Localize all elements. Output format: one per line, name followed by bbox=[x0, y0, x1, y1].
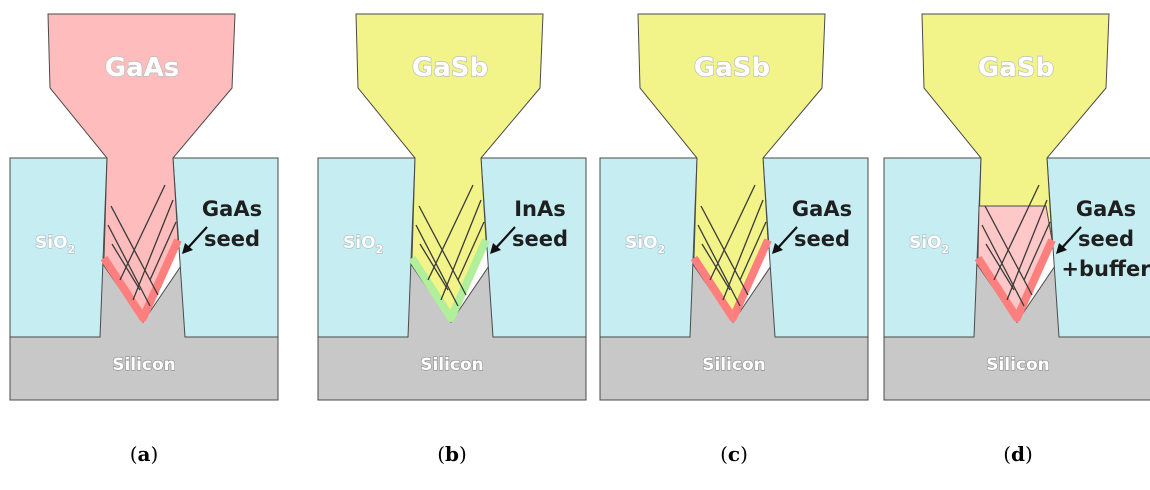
oxide-label-base: SiO bbox=[343, 233, 376, 253]
caption-letter: d bbox=[1011, 442, 1025, 466]
oxide-label-subscript: 2 bbox=[942, 243, 950, 256]
substrate-label: Silicon bbox=[986, 355, 1050, 375]
seed-layer bbox=[100, 238, 182, 322]
panel-caption: (d) bbox=[1003, 442, 1033, 466]
oxide-label: SiO2 bbox=[909, 233, 949, 256]
panel-caption: (a) bbox=[130, 442, 159, 466]
oxide-block-left bbox=[317, 157, 416, 338]
oxide-label-base: SiO bbox=[35, 233, 68, 253]
oxide-block-right bbox=[480, 157, 587, 338]
caption-close-paren: ) bbox=[1025, 442, 1033, 466]
oxide-label: SiO2 bbox=[343, 233, 383, 256]
caption-close-paren: ) bbox=[740, 442, 748, 466]
defect-line bbox=[132, 199, 174, 301]
callout-text-line: seed bbox=[794, 227, 850, 251]
defect-line bbox=[440, 199, 482, 301]
defect-line bbox=[709, 184, 756, 281]
substrate-label: Silicon bbox=[702, 355, 766, 375]
crystal-label: GaSb bbox=[412, 53, 488, 83]
caption-letter: b bbox=[445, 442, 459, 466]
callout-text-line: InAs bbox=[514, 197, 566, 221]
callout-arrow-head bbox=[490, 243, 501, 254]
defect-line bbox=[1023, 221, 1051, 281]
callout-arrow-head bbox=[182, 243, 193, 254]
oxide-label: SiO2 bbox=[35, 233, 75, 256]
caption-open-paren: ( bbox=[437, 442, 445, 466]
seed-layer bbox=[690, 238, 772, 322]
callout-arrow-head bbox=[1056, 243, 1067, 254]
callout-text-line: seed bbox=[204, 227, 260, 251]
crystal-label: GaAs bbox=[105, 53, 179, 83]
oxide-block-left bbox=[9, 157, 108, 338]
seed-layer bbox=[408, 238, 490, 322]
callout-arrow-head bbox=[772, 243, 783, 254]
oxide-label-base: SiO bbox=[625, 233, 658, 253]
callout-arrow-shaft bbox=[775, 226, 798, 251]
oxide-block-left bbox=[883, 157, 982, 338]
caption-letter: a bbox=[138, 442, 151, 466]
defect-line bbox=[1006, 199, 1048, 301]
callout-text-line: GaAs bbox=[202, 197, 262, 221]
caption-letter: c bbox=[728, 442, 740, 466]
oxide-block-right bbox=[172, 157, 279, 338]
defect-line bbox=[119, 184, 166, 281]
crystal-label: GaSb bbox=[978, 53, 1054, 83]
defect-line bbox=[149, 221, 177, 281]
defect-line bbox=[107, 224, 151, 307]
defect-line bbox=[722, 199, 764, 301]
oxide-label: SiO2 bbox=[625, 233, 665, 256]
callout-text-line: GaAs bbox=[792, 197, 852, 221]
callout-arrow-shaft bbox=[1059, 226, 1082, 251]
defect-line bbox=[457, 221, 485, 281]
caption-open-paren: ( bbox=[720, 442, 728, 466]
oxide-block-right bbox=[762, 157, 869, 338]
callout-text-line: seed bbox=[512, 227, 568, 251]
crystal-label: GaSb bbox=[694, 53, 770, 83]
callout-text-line: GaAs bbox=[1076, 197, 1136, 221]
defect-line bbox=[697, 224, 741, 307]
callout-text-line: seed bbox=[1078, 227, 1134, 251]
oxide-block-right bbox=[1046, 157, 1150, 338]
callout-text-line: +buffer bbox=[1061, 257, 1150, 281]
panel-caption: (c) bbox=[720, 442, 748, 466]
oxide-label-subscript: 2 bbox=[658, 243, 666, 256]
callout-arrow-shaft bbox=[185, 226, 208, 251]
defect-line bbox=[415, 224, 459, 307]
caption-open-paren: ( bbox=[1003, 442, 1011, 466]
caption-close-paren: ) bbox=[150, 442, 158, 466]
defect-line bbox=[427, 184, 474, 281]
oxide-label-subscript: 2 bbox=[68, 243, 76, 256]
oxide-label-base: SiO bbox=[909, 233, 942, 253]
defect-line bbox=[739, 221, 767, 281]
defect-line bbox=[993, 184, 1040, 281]
oxide-label-subscript: 2 bbox=[376, 243, 384, 256]
panel-caption: (b) bbox=[437, 442, 467, 466]
callout-arrow-shaft bbox=[493, 226, 516, 251]
oxide-block-left bbox=[599, 157, 698, 338]
substrate-label: Silicon bbox=[420, 355, 484, 375]
caption-open-paren: ( bbox=[130, 442, 138, 466]
seed-layer bbox=[974, 238, 1056, 322]
caption-close-paren: ) bbox=[459, 442, 467, 466]
defect-line bbox=[981, 224, 1025, 307]
substrate-label: Silicon bbox=[112, 355, 176, 375]
